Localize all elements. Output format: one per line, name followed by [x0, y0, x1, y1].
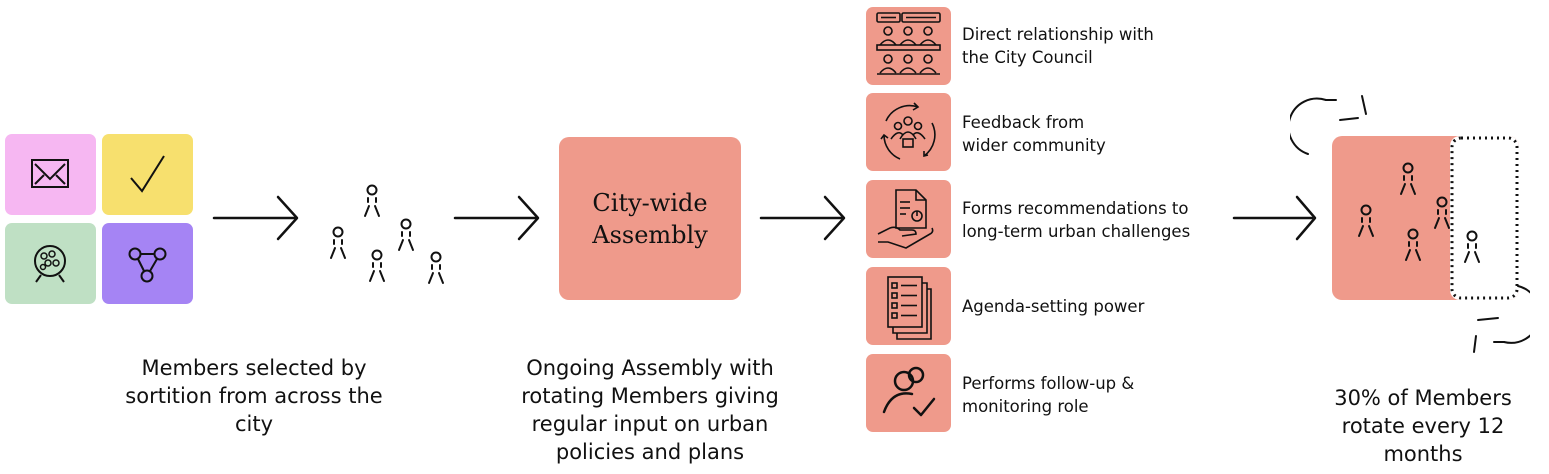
agenda-list-icon	[887, 276, 932, 340]
feature-box-2	[866, 93, 951, 171]
council-meeting-icon	[876, 12, 941, 75]
arrow-4	[1232, 195, 1317, 241]
feature-box-1	[866, 7, 951, 85]
document-hand-icon	[877, 189, 934, 249]
feature-box-4	[866, 267, 951, 345]
community-cycle-icon	[880, 102, 936, 160]
city-wide-assembly-box: City-wide Assembly	[559, 137, 741, 300]
feature-text-2: Feedback from wider community	[962, 113, 1106, 155]
arrow-2	[453, 195, 540, 241]
feature-text-1: Direct relationship with the City Counci…	[962, 25, 1154, 67]
tile-envelope	[5, 134, 96, 215]
feature-box-5	[866, 354, 951, 432]
tile-check	[102, 134, 193, 215]
feature-text-3: Forms recommendations to long-term urban…	[962, 199, 1191, 241]
step1-caption: Members selected by sortition from acros…	[125, 356, 383, 436]
user-check-icon	[882, 366, 936, 417]
arrow-1	[212, 195, 299, 241]
selected-members-people-icon	[330, 184, 444, 284]
step4-caption: 30% of Members rotate every 12 months	[1334, 386, 1512, 466]
lottery-ball-icon	[34, 245, 66, 283]
feature-text-5: Performs follow-up & monitoring role	[962, 374, 1135, 416]
tile-network	[102, 223, 193, 304]
rotation-diagram	[1290, 95, 1530, 353]
envelope-icon	[31, 159, 69, 188]
feature-box-3	[866, 180, 951, 258]
step2-caption: Ongoing Assembly with rotating Members g…	[521, 356, 779, 464]
feature-text-4: Agenda-setting power	[962, 297, 1145, 316]
arrow-3	[759, 195, 846, 241]
assembly-title: City-wide Assembly	[592, 188, 708, 249]
network-icon	[128, 247, 167, 283]
tile-lottery	[5, 223, 96, 304]
check-icon	[130, 155, 165, 193]
